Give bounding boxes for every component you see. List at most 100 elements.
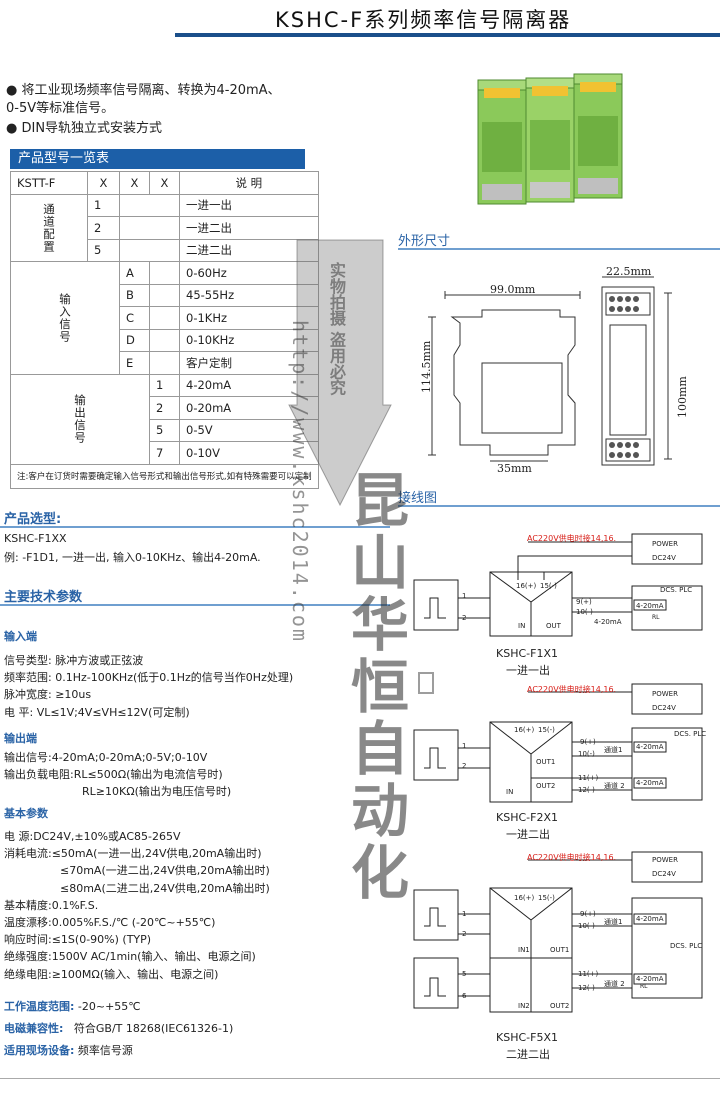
diagram-1-model: KSHC-F1X1 — [496, 647, 558, 660]
svg-text:通道 2: 通道 2 — [604, 781, 625, 790]
plc-label-1: DCS. PLC — [660, 586, 693, 594]
ac-note-1: AC220V供电时接14,16. — [527, 534, 617, 543]
svg-text:15(-): 15(-) — [538, 894, 555, 902]
dc24-label-2: DC24V — [652, 704, 676, 712]
output-title: 输出端 — [4, 732, 37, 745]
svg-text:9(+): 9(+) — [580, 738, 596, 746]
spec-line: 脉冲宽度: ≥10us — [4, 688, 92, 702]
ma-label-1b: 4-20mA — [594, 618, 622, 626]
product-photo — [477, 73, 623, 205]
wiring-title: 接线图 — [398, 491, 438, 506]
table-cell: E — [119, 351, 150, 375]
power-label-3: POWER — [652, 856, 678, 864]
diagram-2-model: KSHC-F2X1 — [496, 811, 558, 824]
spec-line: 绝缘强度:1500V AC/1min(输入、输出、电源之间) — [4, 950, 256, 964]
dimension-drawing — [428, 276, 672, 466]
svg-text:OUT: OUT — [546, 622, 562, 630]
svg-text:IN2: IN2 — [518, 1002, 530, 1010]
table-note: 注:客户在订货时需要确定输入信号形式和输出信号形式,如有特殊需要可以定制 — [10, 463, 319, 489]
watermark-brand: 昆山华恒自动化 — [341, 470, 409, 904]
table-cell: C — [119, 306, 150, 330]
table-cell: X — [119, 171, 150, 195]
svg-text:10(-): 10(-) — [578, 922, 595, 930]
title-rule — [175, 33, 720, 37]
ma-label-3b: 4-20mA — [636, 975, 664, 983]
svg-text:通道1: 通道1 — [604, 917, 622, 926]
section-rule — [0, 604, 390, 606]
spec-line: 电 源:DC24V,±10%或AC85-265V — [4, 830, 181, 843]
dim-side-width: 22.5mm — [606, 265, 652, 278]
table-row: 5 0-5V — [11, 418, 319, 442]
input-title: 输入端 — [4, 630, 37, 643]
table-note-row: 注:客户在订货时需要确定输入信号形式和输出信号形式,如有特殊需要可以定制 — [10, 463, 319, 489]
svg-text:1: 1 — [462, 592, 466, 600]
diagram-2-desc: 一进二出 — [506, 828, 550, 841]
table-cell: D — [119, 328, 150, 352]
svg-text:6: 6 — [462, 992, 467, 1000]
svg-text:15(-): 15(-) — [540, 582, 557, 590]
section-rule — [0, 526, 390, 528]
diagram-1-desc: 一进一出 — [506, 664, 550, 677]
table-cell: 7 — [149, 441, 180, 465]
svg-text:16(+): 16(+) — [514, 894, 535, 902]
spec-line: 适用现场设备: 频率信号源 — [4, 1044, 133, 1057]
dc24-label-3: DC24V — [652, 870, 676, 878]
bullet-1: ● 将工业现场频率信号隔离、转换为4-20mA、 — [6, 83, 281, 98]
basic-specs: 电 源:DC24V,±10%或AC85-265V 消耗电流:≤50mA(一进一出… — [4, 828, 270, 983]
table-cell: 1 — [149, 373, 180, 397]
power-label-2: POWER — [652, 690, 678, 698]
spec-line: 消耗电流:≤50mA(一进一出,24V供电,20mA输出时) — [4, 847, 262, 861]
table-cell: 说 明 — [179, 171, 319, 195]
table-cell: 5 — [149, 418, 180, 442]
svg-text:2: 2 — [462, 614, 466, 622]
spec-line: 温度漂移:0.005%F.S./℃ (-20℃~+55℃) — [4, 916, 216, 930]
plc-label-3: DCS. PLC — [670, 942, 703, 950]
spec-line: 绝缘电阻:≥100MΩ(输入、输出、电源之间) — [4, 967, 219, 981]
watermark-stamp: 实物拍摄 盗用必究 — [327, 262, 346, 396]
module-3 — [573, 73, 623, 199]
bullet-1-cont: 0-5V等标准信号。 — [6, 101, 115, 116]
basic-title: 基本参数 — [4, 807, 48, 820]
module-2 — [525, 77, 575, 203]
watermark-arrow — [288, 239, 392, 507]
svg-text:10(-): 10(-) — [576, 608, 593, 616]
dimensions-title: 外形尺寸 — [398, 234, 451, 249]
svg-text:9(+): 9(+) — [580, 910, 596, 918]
table-cell: KSTT-F — [10, 171, 88, 195]
svg-text:12(-): 12(-) — [578, 786, 595, 794]
table-cell: X — [149, 171, 180, 195]
table-cell: 5 — [87, 238, 120, 262]
specs-title: 主要技术参数 — [4, 590, 83, 605]
table-cell: 1 — [87, 193, 120, 217]
power-label-1: POWER — [652, 540, 678, 548]
table-row: C 0-1KHz — [11, 306, 319, 330]
table-cell: 二进二出 — [179, 238, 319, 262]
svg-text:IN: IN — [506, 788, 513, 796]
ac-note-2: AC220V供电时接14,16. — [527, 685, 617, 694]
extra-specs: 工作温度范围: -20~+55℃ 电磁兼容性: 符合GB/T 18268(IEC… — [4, 996, 233, 1062]
dim-side-height: 100mm — [676, 376, 689, 418]
plc-label-2: DCS. PLC — [674, 730, 707, 738]
table-cell: 0-1KHz — [179, 306, 319, 330]
section-rule — [398, 248, 720, 250]
module-1 — [477, 79, 527, 205]
table-head-row: KSTT-F X X X 说 明 — [10, 171, 319, 195]
spec-line: 基本精度:0.1%F.S. — [4, 898, 99, 912]
table-row: 5 二进二出 — [11, 238, 319, 262]
svg-text:OUT2: OUT2 — [550, 1002, 569, 1010]
ma-label-3a: 4-20mA — [636, 915, 664, 923]
svg-text:1: 1 — [462, 910, 466, 918]
diagram-3-desc: 二进二出 — [506, 1048, 550, 1061]
table-cell: 4-20mA — [179, 373, 319, 397]
ac-note-3: AC220V供电时接14,16. — [527, 853, 617, 862]
table-row: 输入信号 A 0-60Hz — [10, 261, 319, 375]
watermark-url: http://www.kshc2014.com — [288, 320, 312, 643]
selection-code: KSHC-F1XX — [4, 532, 67, 545]
group-label: 输出信号 — [10, 373, 150, 465]
spec-line: 响应时间:≤1S(0-90%) (TYP) — [4, 933, 152, 947]
selection-example: 例: -F1D1, 一进一出, 输入0-10KHz、输出4-20mA. — [4, 551, 261, 564]
spec-line: 输出负载电阻:RL≤500Ω(输出为电流信号时) — [4, 768, 223, 782]
svg-text:5: 5 — [462, 970, 466, 978]
svg-text:通道 2: 通道 2 — [604, 979, 625, 988]
selection-title: 产品选型: — [4, 512, 62, 527]
